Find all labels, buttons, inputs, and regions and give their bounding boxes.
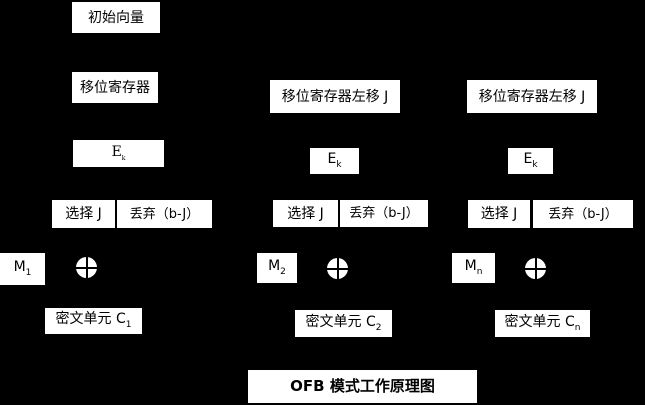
select-j-box-2: 选择 J (273, 200, 338, 227)
encrypt-sub-2: k (336, 159, 342, 170)
message-label-m1: M1 (14, 260, 32, 278)
encrypt-sub-1: k (121, 154, 126, 162)
shift-register-label-1: 移位寄存器 (80, 79, 150, 96)
discard-label-3: 丢弃（b-J） (548, 206, 618, 222)
ciphertext-sub-c1: 1 (125, 319, 132, 330)
ciphertext-base-c2: 密文单元 C (305, 313, 376, 330)
select-j-box-3: 选择 J (468, 200, 530, 228)
diagram-title: OFB 模式工作原理图 (248, 370, 477, 403)
shift-register-label-2: 移位寄存器左移 J (281, 88, 389, 105)
message-box-m2: M2 (257, 253, 297, 283)
message-box-mn: Mn (452, 253, 495, 283)
select-j-label-2: 选择 J (287, 205, 324, 222)
ciphertext-label-c1: 密文单元 C1 (56, 312, 132, 330)
diagram-title-label: OFB 模式工作原理图 (290, 377, 435, 395)
message-box-m1: M1 (0, 253, 45, 285)
message-base-m1: M (13, 259, 26, 276)
select-j-box-1: 选择 J (52, 200, 115, 228)
ciphertext-label-c2: 密文单元 C2 (306, 315, 382, 333)
encrypt-label-2: Ek (327, 152, 341, 170)
shift-register-box-3: 移位寄存器左移 J (467, 80, 597, 113)
discard-box-3: 丢弃（b-J） (533, 200, 633, 228)
discard-label-2: 丢弃（b-J） (349, 206, 419, 221)
ciphertext-label-cn: 密文单元 Cn (505, 315, 581, 333)
encrypt-sub-3: k (532, 159, 538, 170)
select-j-label-3: 选择 J (480, 206, 518, 222)
message-sub-m2: 2 (280, 266, 286, 277)
message-sub-m1: 1 (25, 267, 32, 278)
ciphertext-base-cn: 密文单元 C (504, 313, 575, 330)
encrypt-label-3: Ek (523, 152, 537, 170)
discard-box-1: 丢弃（b-J） (117, 200, 212, 228)
shift-register-box-1: 移位寄存器 (72, 72, 158, 103)
ciphertext-sub-c2: 2 (375, 322, 382, 333)
ciphertext-sub-cn: n (574, 322, 581, 333)
encrypt-box-2: Ek (310, 148, 359, 174)
shift-register-box-2: 移位寄存器左移 J (270, 80, 400, 113)
encrypt-base-3: E (523, 151, 533, 168)
encrypt-base-2: E (327, 151, 337, 168)
ciphertext-base-c1: 密文单元 C (55, 311, 126, 328)
xor-icon-2 (327, 258, 348, 279)
message-label-mn: Mn (465, 259, 483, 277)
encrypt-box-3: Ek (508, 148, 553, 174)
message-sub-mn: n (476, 266, 483, 277)
initial-vector-label: 初始向量 (88, 9, 144, 26)
ciphertext-box-c1: 密文单元 C1 (45, 308, 142, 334)
initial-vector-box: 初始向量 (72, 2, 160, 33)
shift-register-label-3: 移位寄存器左移 J (478, 88, 586, 105)
select-j-label-1: 选择 J (65, 206, 102, 222)
message-base-m2: M (268, 258, 281, 275)
xor-icon-1 (76, 257, 97, 278)
discard-box-2: 丢弃（b-J） (340, 200, 428, 227)
encrypt-base-1: E (111, 144, 122, 161)
ciphertext-box-cn: 密文单元 Cn (495, 310, 590, 337)
message-base-mn: M (464, 258, 477, 275)
encrypt-box-1: Ek (73, 140, 164, 167)
discard-label-1: 丢弃（b-J） (129, 206, 200, 222)
message-label-m2: M2 (268, 259, 286, 277)
ciphertext-box-c2: 密文单元 C2 (295, 310, 392, 337)
xor-icon-3 (525, 258, 546, 279)
encrypt-label-1: Ek (112, 145, 126, 162)
